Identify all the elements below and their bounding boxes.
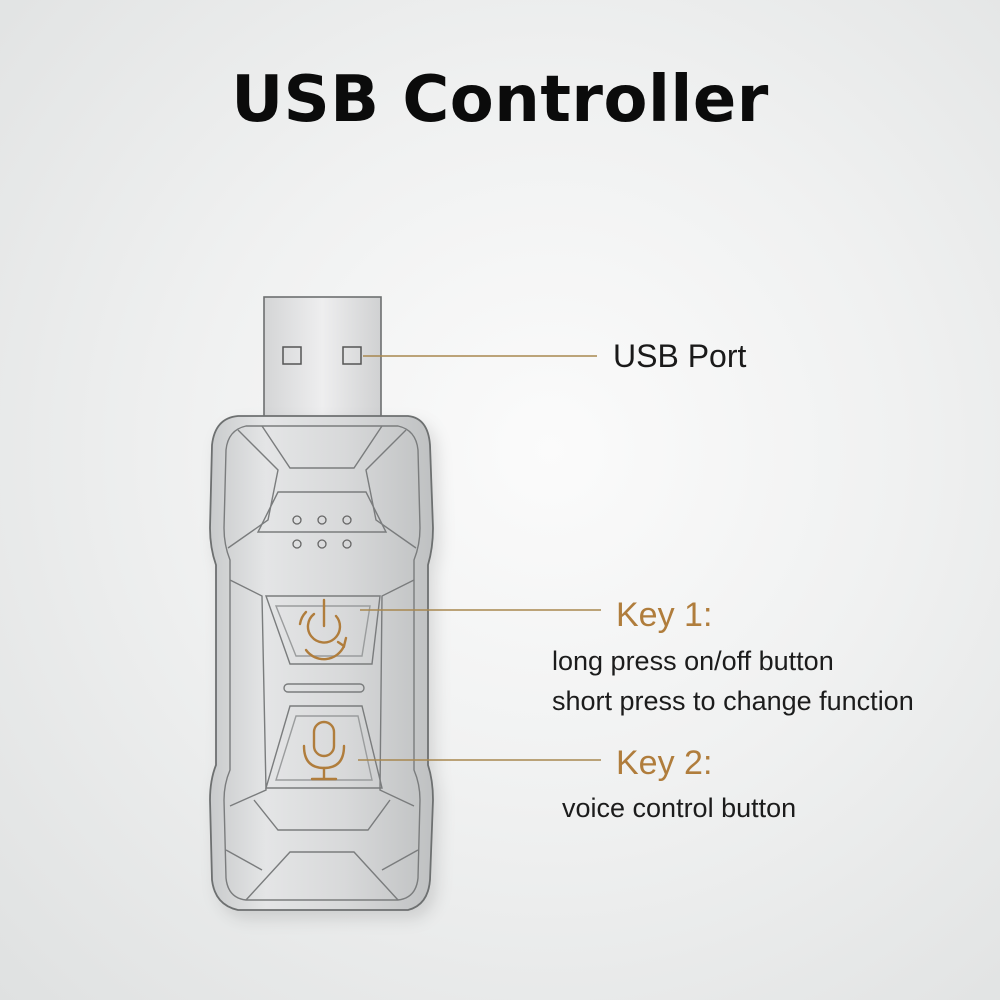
usb-plug	[263, 296, 382, 420]
key1-title: Key 1:	[616, 596, 713, 634]
key2-description: voice control button	[562, 793, 797, 823]
key2-title: Key 2:	[616, 744, 713, 782]
speaker-holes	[292, 515, 352, 549]
leader-lines	[358, 355, 601, 761]
usb-contact-right	[342, 346, 362, 365]
device-facets	[223, 425, 421, 901]
key1-description-line1: long press on/off button	[552, 646, 834, 676]
usb-contact-left	[282, 346, 302, 365]
key1-description-line2: short press to change function	[552, 686, 914, 716]
usb-port-label: USB Port	[613, 338, 747, 374]
power-cycle-icon	[298, 598, 348, 661]
device-body	[209, 415, 434, 911]
key1-button-outline	[265, 595, 381, 665]
microphone-icon	[302, 720, 346, 781]
page-title: USB Controller	[231, 63, 769, 137]
key2-button-outline	[265, 705, 383, 789]
